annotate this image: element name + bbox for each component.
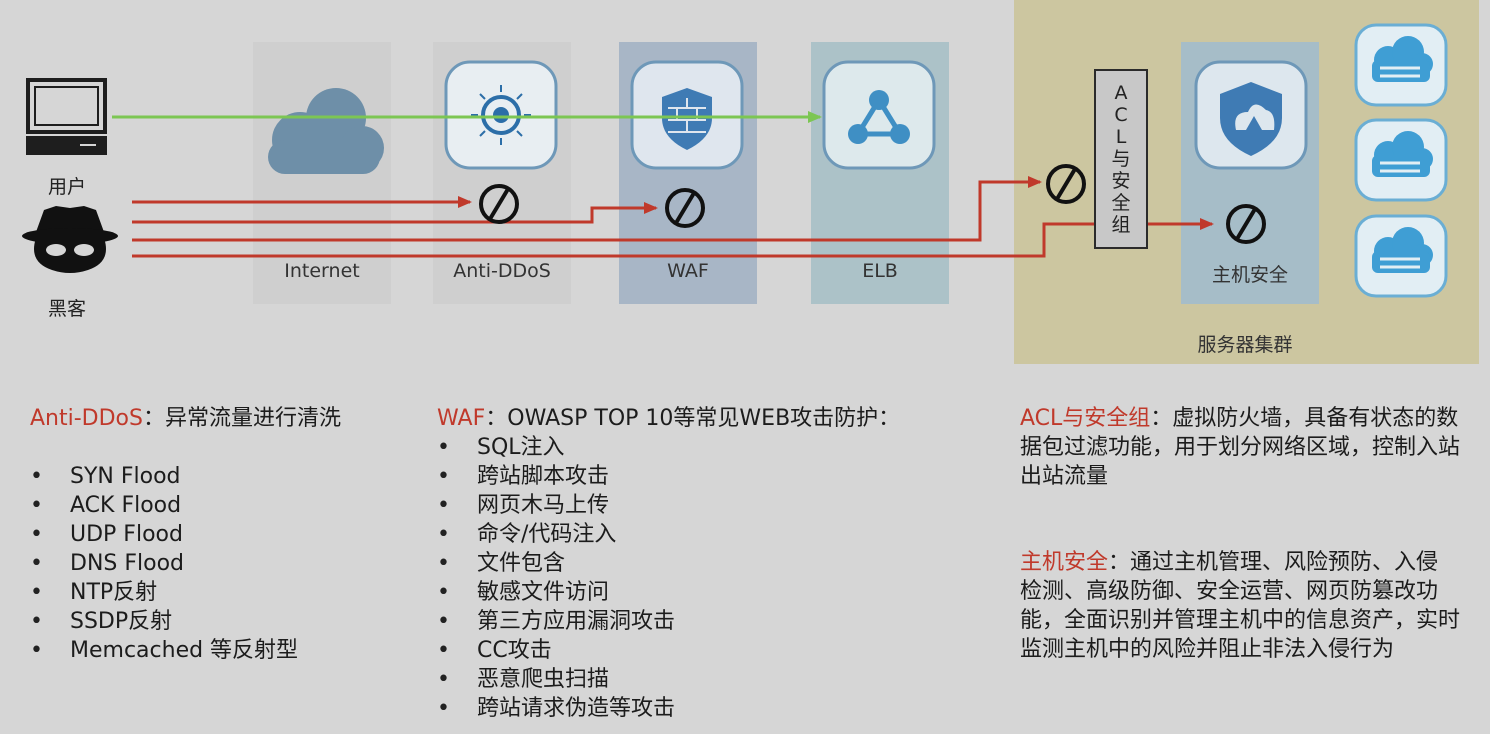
lane-label-internet: Internet: [284, 260, 360, 282]
list-item: NTP反射: [30, 578, 410, 607]
load-balancer-icon: [822, 60, 936, 170]
waf-list: SQL注入跨站脚本攻击网页木马上传命令/代码注入文件包含敏感文件访问第三方应用漏…: [437, 433, 997, 723]
acl-char: L: [1115, 126, 1127, 148]
block-icon: [665, 188, 705, 228]
list-item: 网页木马上传: [437, 491, 997, 520]
firewall-shield-icon: [630, 60, 744, 170]
blocked-flow-waf: [132, 202, 658, 224]
lane-label-elb: ELB: [862, 260, 898, 282]
list-item: CC攻击: [437, 636, 997, 665]
list-item: 文件包含: [437, 549, 997, 578]
list-item: SYN Flood: [30, 462, 410, 491]
anti-ddos-panel-title: Anti-DDoS: [30, 406, 143, 431]
cloud-server-icon: [1354, 23, 1448, 107]
list-item: SQL注入: [437, 433, 997, 462]
blocked-flow-acl: [132, 176, 1042, 242]
host-panel: 主机安全：通过主机管理、风险预防、入侵检测、高级防御、安全运营、网页防篡改功能，…: [1020, 548, 1460, 664]
block-icon: [1046, 164, 1086, 204]
anti-ddos-list: SYN FloodACK FloodUDP FloodDNS FloodNTP反…: [30, 462, 410, 665]
computer-icon: [26, 78, 107, 155]
lane-label-host-security: 主机安全: [1211, 264, 1288, 286]
anti-ddos-panel-desc: ：异常流量进行清洗: [142, 406, 341, 431]
anti-ddos-panel: Anti-DDoS：异常流量进行清洗 SYN FloodACK FloodUDP…: [30, 404, 410, 665]
list-item: 第三方应用漏洞攻击: [437, 607, 997, 636]
block-icons: [479, 164, 1266, 244]
host-panel-title: 主机安全: [1020, 550, 1109, 575]
acl-char: C: [1114, 104, 1128, 126]
acl-panel-desc: ：虚拟防火墙，具备有状态的数据包过滤功能，用于划分网络区域，控制入站出站流量: [1020, 406, 1461, 489]
list-item: SSDP反射: [30, 607, 410, 636]
block-icon: [1226, 204, 1266, 244]
list-item: 恶意爬虫扫描: [437, 665, 997, 694]
host-security-shield-icon: [1194, 60, 1308, 170]
block-icon: [479, 184, 519, 224]
hacker-icon: [22, 206, 118, 273]
acl-char: 安: [1111, 170, 1131, 192]
acl-char: 全: [1111, 192, 1131, 214]
cloud-icon: [268, 88, 384, 174]
waf-panel-title: WAF: [437, 406, 486, 431]
radar-icon: [444, 60, 558, 170]
list-item: 跨站请求伪造等攻击: [437, 694, 997, 723]
waf-panel-desc: ：OWASP TOP 10等常见WEB攻击防护：: [485, 406, 901, 431]
hacker-label: 黑客: [48, 298, 87, 320]
list-item: 敏感文件访问: [437, 578, 997, 607]
list-item: DNS Flood: [30, 549, 410, 578]
list-item: ACK Flood: [30, 491, 410, 520]
host-panel-desc: ：通过主机管理、风险预防、入侵检测、高级防御、安全运营、网页防篡改功能，全面识别…: [1020, 550, 1461, 662]
list-item: Memcached 等反射型: [30, 636, 410, 665]
server-icons: [1354, 23, 1448, 298]
acl-panel-title: ACL与安全组: [1020, 406, 1151, 431]
user-label: 用户: [48, 176, 87, 198]
waf-panel: WAF：OWASP TOP 10等常见WEB攻击防护： SQL注入跨站脚本攻击网…: [437, 404, 997, 723]
acl-char: 与: [1111, 148, 1131, 170]
list-item: 命令/代码注入: [437, 520, 997, 549]
server-cluster-label: 服务器集群: [1197, 334, 1293, 356]
acl-panel: ACL与安全组：虚拟防火墙，具备有状态的数据包过滤功能，用于划分网络区域，控制入…: [1020, 404, 1460, 491]
lane-label-anti-ddos: Anti-DDoS: [453, 260, 551, 282]
lane-label-waf: WAF: [667, 260, 709, 282]
cloud-server-icon: [1354, 118, 1448, 202]
acl-char: A: [1114, 82, 1128, 104]
list-item: 跨站脚本攻击: [437, 462, 997, 491]
list-item: UDP Flood: [30, 520, 410, 549]
cloud-server-icon: [1354, 214, 1448, 298]
acl-char: 组: [1111, 214, 1131, 236]
